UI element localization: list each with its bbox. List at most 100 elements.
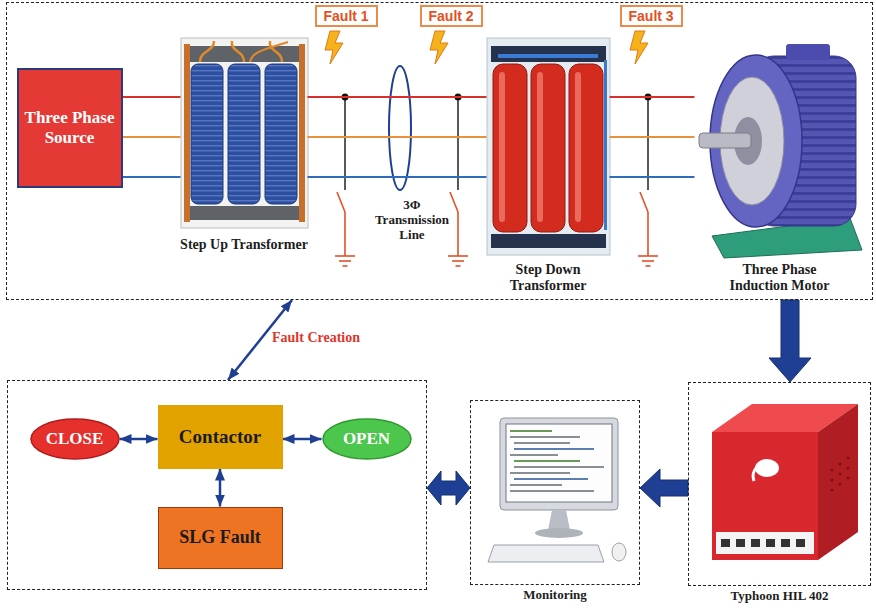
fault-tap: [642, 260, 654, 262]
label-holder: Three Phase Induction Motor: [714, 262, 846, 294]
figure-label: Typhoon HIL 402: [688, 589, 871, 604]
block-arrow: [427, 471, 470, 505]
computer-picture: [548, 510, 570, 530]
step-up-transformer-picture: [181, 38, 308, 228]
figure-label: Monitoring: [470, 588, 640, 603]
computer-picture: [506, 424, 612, 502]
computer-picture: [514, 460, 580, 462]
step-up-transformer-picture: [232, 41, 244, 62]
hil-device-picture: [847, 457, 850, 460]
step-down-transformer-picture: [569, 64, 603, 232]
node-label: Fault 3: [629, 8, 674, 24]
ellipse-shape: [323, 419, 411, 459]
contactor-box: Contactor: [158, 405, 283, 469]
hil-device-picture: [766, 539, 775, 547]
label-holder: Step Down Transformer: [483, 262, 613, 294]
step-up-transformer-picture: [186, 206, 303, 220]
node-label: Contactor: [162, 426, 279, 448]
step-up-transformer-picture: [265, 64, 297, 204]
step-up-transformer-picture: [228, 64, 260, 204]
phase-wire: [610, 136, 695, 138]
phase-wire: [123, 136, 181, 138]
fault-tap: [448, 255, 468, 257]
node-label: Fault 1: [324, 8, 369, 24]
phase-wire: [308, 96, 487, 98]
fault-tap: [344, 212, 346, 256]
fault-tap: [452, 260, 464, 262]
step-down-transformer-picture: [531, 64, 565, 232]
computer-picture: [510, 430, 552, 432]
edge-label: Fault Creation: [272, 330, 360, 346]
computer-picture: [488, 545, 604, 562]
hil-device-picture: [753, 467, 757, 481]
three-phase-line: [308, 97, 487, 177]
hil-device-picture: [847, 467, 850, 470]
step-up-transformer-picture: [181, 38, 308, 228]
lightning-bolt: [630, 31, 648, 64]
step-down-transformer-picture: [498, 54, 598, 58]
computer-picture: [514, 448, 594, 450]
fault-tap: [456, 265, 461, 267]
step-up-transformer-picture: [184, 44, 190, 222]
fault-tap: [448, 94, 468, 267]
step-down-transformer-picture: [499, 72, 505, 222]
node-label: Three Phase Source: [22, 108, 118, 147]
step-up-transformer-picture: [250, 42, 288, 62]
hil-device-picture: [751, 539, 760, 547]
node-label: Fault 2: [429, 8, 474, 24]
lightning-bolt: [630, 31, 648, 64]
line-label: 3Φ Transmission Line: [366, 198, 458, 243]
fault-tap: [450, 192, 458, 212]
hil-device-picture: [755, 459, 779, 477]
hil-device-picture: [831, 479, 834, 482]
arrow-shaft: [219, 469, 222, 507]
hil-device-picture: [839, 473, 842, 476]
step-down-transformer-picture: [575, 72, 581, 222]
computer-picture: [510, 490, 594, 492]
block-arrow: [640, 469, 688, 507]
arrow-shaft: [120, 438, 158, 441]
connector-group: [120, 97, 812, 507]
transformer-figure: Step Down Transformer: [487, 38, 610, 256]
lightning-bolt: [325, 31, 343, 64]
step-down-transformer-picture: [493, 64, 527, 232]
lightning-bolt: [430, 31, 448, 64]
figure-label: Three Phase Induction Motor: [714, 262, 846, 294]
fault-tag: Fault 3: [620, 5, 683, 27]
computer-picture: [500, 418, 618, 510]
arrow-shaft: [283, 438, 322, 441]
ellipse-shape: [31, 419, 119, 459]
computer-picture: [514, 466, 604, 468]
computer-picture: [488, 418, 626, 562]
phase-wire: [308, 176, 487, 178]
computer-picture: [510, 484, 562, 486]
block-arrow-shape: [427, 471, 470, 505]
fault-tap: [457, 212, 459, 256]
hil-device-picture: [712, 404, 858, 560]
transformer-figure: Step Up Transformer: [181, 38, 308, 228]
system-region: Three Phase SourceStep Up TransformerFau…: [6, 2, 873, 300]
fault-tap: [640, 192, 648, 212]
label-holder: Step Up Transformer: [179, 237, 309, 253]
close-ellipse: CLOSE: [30, 418, 120, 460]
induction-motor-picture: [699, 44, 862, 258]
fault-tag: Fault 2: [420, 5, 483, 27]
hil-device-picture: [818, 404, 858, 560]
hil-device-picture: [847, 477, 850, 480]
induction-motor-picture: [786, 44, 830, 60]
phase-wire: [610, 176, 695, 178]
fault-tag: Fault 1: [315, 5, 378, 27]
fault-tap: [647, 212, 649, 256]
node-label: CLOSE: [36, 429, 114, 449]
step-up-transformer-picture: [299, 44, 305, 222]
computer-picture: [510, 436, 580, 438]
motor-figure: Three Phase Induction Motor: [695, 38, 865, 256]
step-down-transformer-picture: [491, 234, 606, 248]
step-down-transformer-picture: [491, 46, 606, 62]
hil-device-picture: [839, 483, 842, 486]
lightning-bolt: [325, 31, 343, 64]
control-region: CLOSEContactorOPENSLG Fault: [7, 380, 427, 590]
hil-device-picture: [781, 539, 790, 547]
